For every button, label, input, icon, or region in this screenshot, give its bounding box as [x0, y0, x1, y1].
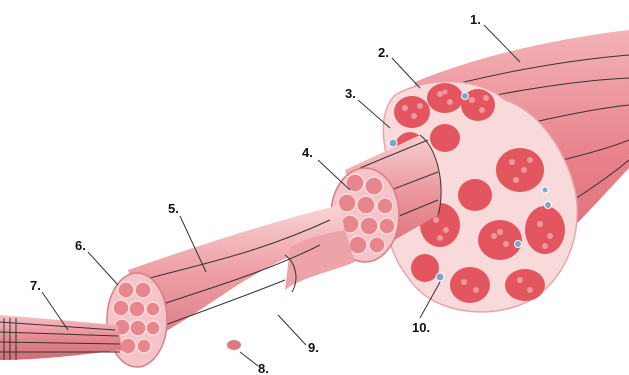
label-10: 10.	[412, 320, 430, 335]
label-7: 7.	[30, 278, 41, 293]
label-5: 5.	[168, 201, 179, 216]
myofibril	[0, 315, 122, 360]
fiber-cross-section	[107, 273, 167, 367]
label-3: 3.	[345, 86, 356, 101]
label-8: 8.	[258, 361, 269, 375]
label-6: 6.	[75, 238, 86, 253]
label-4: 4.	[302, 145, 313, 160]
label-1: 1.	[470, 12, 481, 27]
label-2: 2.	[378, 45, 389, 60]
label-9: 9.	[308, 340, 319, 355]
